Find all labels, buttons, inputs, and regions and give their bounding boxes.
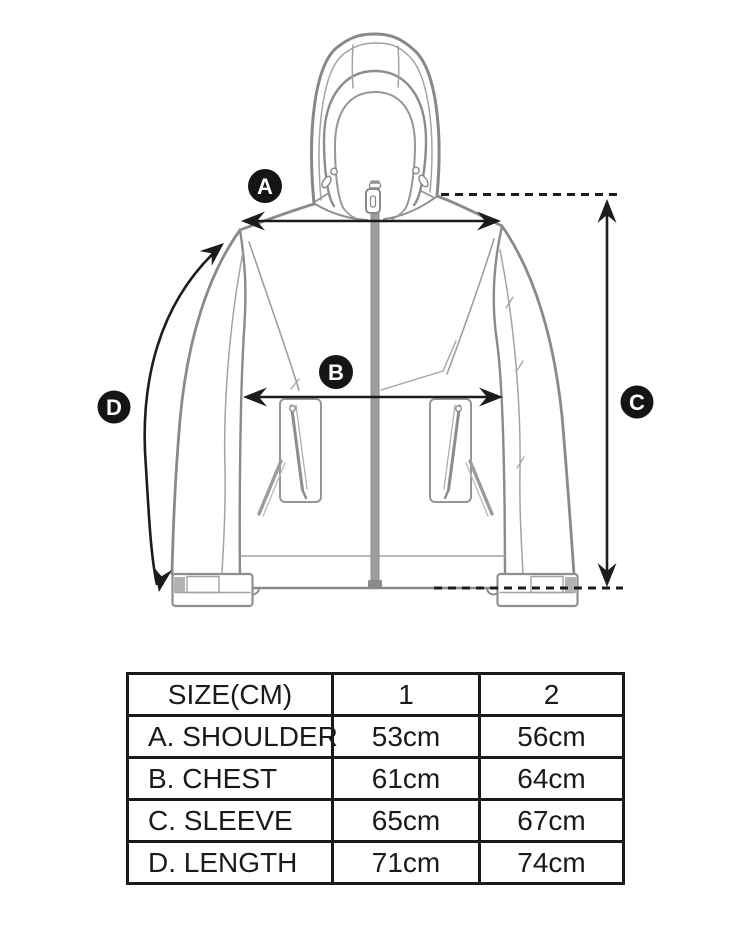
hood-toggle-right (412, 166, 429, 188)
jacket-body (238, 194, 507, 596)
size-label-cell: B. CHEST (126, 756, 334, 801)
zipper (365, 180, 382, 589)
svg-text:B: B (328, 360, 344, 385)
table-row: D. LENGTH 71cm 74cm (126, 840, 625, 885)
size-value-cell: 74cm (478, 840, 625, 885)
size-label-cell: D. LENGTH (126, 840, 334, 885)
svg-text:D: D (106, 395, 122, 420)
table-row: A. SHOULDER 53cm 56cm (126, 714, 625, 759)
jacket-drawing (170, 32, 579, 608)
measure-arrow-shoulder (241, 211, 501, 231)
pocket-right (429, 398, 494, 517)
size-table-header-row: SIZE(CM) 1 2 (126, 672, 625, 717)
svg-text:C: C (629, 390, 645, 415)
sleeve-right (499, 224, 576, 576)
size-label-cell: A. SHOULDER (126, 714, 338, 759)
size-value-cell: 53cm (331, 714, 481, 759)
size-table-header-measure: SIZE(CM) (126, 672, 334, 717)
size-table-header-size2: 2 (478, 672, 625, 717)
size-value-cell: 56cm (478, 714, 625, 759)
cuff-left (171, 572, 254, 608)
measure-label-b: B (319, 355, 353, 389)
size-value-cell: 64cm (478, 756, 625, 801)
hood-toggle-left (321, 167, 338, 189)
measure-label-d: D (97, 390, 131, 424)
table-row: B. CHEST 61cm 64cm (126, 756, 625, 801)
size-value-cell: 67cm (478, 798, 625, 843)
size-table: SIZE(CM) 1 2 A. SHOULDER 53cm 56cm B. CH… (126, 672, 625, 885)
hood (310, 32, 441, 221)
size-value-cell: 65cm (331, 798, 481, 843)
jacket-diagram: A B C D (97, 32, 654, 608)
size-value-cell: 71cm (331, 840, 481, 885)
measurement-marks (143, 193, 623, 594)
sleeve-left (170, 228, 244, 576)
measure-label-a: A (248, 169, 282, 203)
table-row: C. SLEEVE 65cm 67cm (126, 798, 625, 843)
measure-arrow-vertical (597, 199, 617, 587)
measure-labels: A B C D (97, 169, 654, 424)
size-label-cell: C. SLEEVE (126, 798, 334, 843)
pocket-left (257, 398, 322, 517)
measure-arrow-sleeve-curve (143, 235, 231, 594)
measure-label-c: C (620, 385, 654, 419)
size-table-header-size1: 1 (331, 672, 481, 717)
size-value-cell: 61cm (331, 756, 481, 801)
svg-text:A: A (257, 174, 273, 199)
cuff-right (496, 572, 579, 608)
measure-arrow-chest (243, 387, 503, 407)
